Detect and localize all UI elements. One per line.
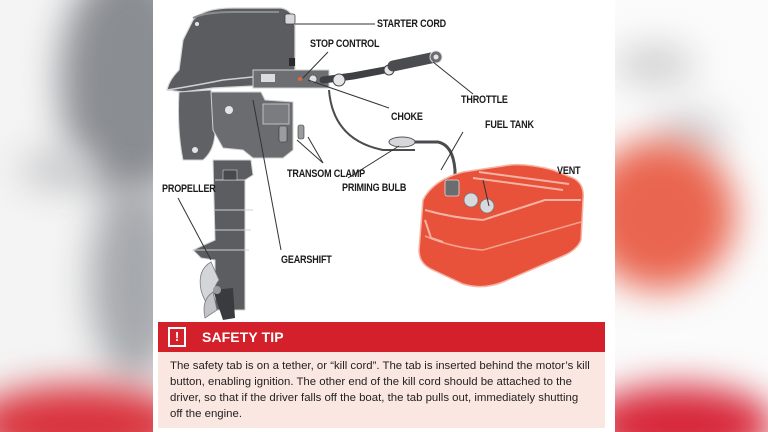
- infographic-panel: STARTER CORD STOP CONTROL THROTTLE CHOKE…: [153, 0, 615, 432]
- exclamation-icon: !: [168, 327, 186, 347]
- label-choke: CHOKE: [391, 111, 423, 123]
- leader-lines: [177, 23, 490, 261]
- label-vent: VENT: [557, 165, 581, 177]
- outboard-motor-illustration: [166, 7, 443, 320]
- blurred-backdrop-left: [0, 0, 153, 432]
- outboard-motor-diagram: [166, 7, 585, 320]
- label-fuel-tank: FUEL TANK: [485, 119, 534, 131]
- label-stop-control: STOP CONTROL: [310, 38, 380, 50]
- safety-tip-title: SAFETY TIP: [202, 329, 284, 345]
- label-transom-clamp: TRANSOM CLAMP: [287, 168, 366, 180]
- safety-tip-text: The safety tab is on a tether, or “kill …: [158, 352, 605, 428]
- safety-tip-box: ! SAFETY TIP The safety tab is on a teth…: [158, 322, 605, 428]
- fuel-tank-illustration: [418, 163, 585, 288]
- label-throttle: THROTTLE: [461, 94, 508, 106]
- label-starter-cord: STARTER CORD: [377, 18, 447, 30]
- label-propeller: PROPELLER: [162, 183, 216, 195]
- label-gearshift: GEARSHIFT: [281, 254, 332, 266]
- safety-tip-header: ! SAFETY TIP: [158, 322, 605, 352]
- label-priming-bulb: PRIMING BULB: [342, 182, 407, 194]
- blurred-backdrop-right: [615, 0, 768, 432]
- fuel-line-illustration: [328, 89, 457, 186]
